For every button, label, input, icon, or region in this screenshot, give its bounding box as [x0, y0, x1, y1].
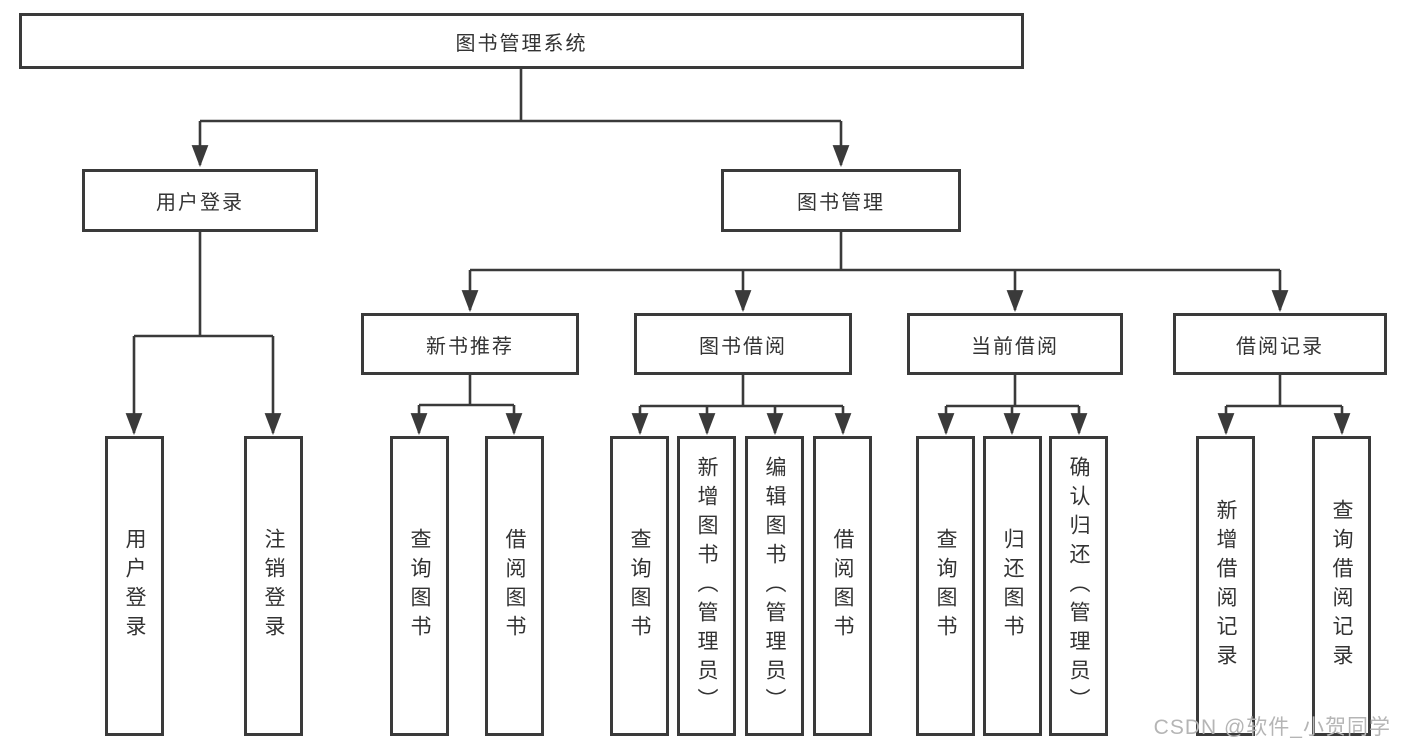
leaf-query-books-borrow: 查询图书 [610, 436, 669, 736]
leaf-borrow-books: 借阅图书 [813, 436, 872, 736]
node-new-book-recommend: 新书推荐 [361, 313, 579, 375]
leaf-return-book-label: 归还图书 [1001, 528, 1024, 644]
leaf-confirm-return-admin: 确认归还（管理员） [1049, 436, 1108, 736]
leaf-logout: 注销登录 [244, 436, 303, 736]
connector-new-book-children [410, 375, 523, 436]
leaf-query-borrow-record-label: 查询借阅记录 [1330, 499, 1353, 673]
leaf-user-login-label: 用户登录 [123, 528, 146, 644]
connector-book-management-children [461, 232, 1289, 313]
leaf-query-books-current: 查询图书 [916, 436, 975, 736]
connector-borrow-records-children [1217, 375, 1351, 436]
node-new-book-recommend-label: 新书推荐 [426, 335, 514, 358]
node-book-borrow-label: 图书借阅 [699, 335, 787, 358]
leaf-borrow-books-recommend-label: 借阅图书 [503, 528, 526, 644]
leaf-edit-book-admin-label: 编辑图书（管理员） [763, 455, 786, 717]
leaf-add-book-admin-label: 新增图书（管理员） [695, 455, 718, 717]
node-library-system: 图书管理系统 [19, 13, 1024, 69]
leaf-query-books-borrow-label: 查询图书 [628, 528, 651, 644]
node-library-system-label: 图书管理系统 [455, 32, 588, 55]
leaf-borrow-books-recommend: 借阅图书 [485, 436, 544, 736]
leaf-add-borrow-record: 新增借阅记录 [1196, 436, 1255, 736]
leaf-query-books-recommend: 查询图书 [390, 436, 449, 736]
leaf-return-book: 归还图书 [983, 436, 1042, 736]
csdn-watermark: CSDN @软件_小贺同学 [1153, 716, 1391, 739]
node-book-management-label: 图书管理 [797, 192, 885, 214]
node-current-borrow: 当前借阅 [907, 313, 1123, 375]
node-user-login: 用户登录 [82, 169, 318, 232]
leaf-query-borrow-record: 查询借阅记录 [1312, 436, 1371, 736]
leaf-edit-book-admin: 编辑图书（管理员） [745, 436, 804, 736]
connector-book-borrow-children [631, 375, 852, 436]
node-borrow-records-label: 借阅记录 [1236, 335, 1324, 358]
connector-current-borrow-children [937, 375, 1088, 436]
leaf-borrow-books-label: 借阅图书 [831, 528, 854, 644]
leaf-query-books-recommend-label: 查询图书 [408, 528, 431, 644]
node-current-borrow-label: 当前借阅 [971, 335, 1059, 358]
node-user-login-label: 用户登录 [156, 192, 244, 214]
leaf-confirm-return-admin-label: 确认归还（管理员） [1067, 455, 1090, 717]
leaf-user-login: 用户登录 [105, 436, 164, 736]
node-borrow-records: 借阅记录 [1173, 313, 1387, 375]
connector-root-to-level2 [191, 68, 850, 168]
node-book-management: 图书管理 [721, 169, 961, 232]
leaf-add-borrow-record-label: 新增借阅记录 [1214, 499, 1237, 673]
leaf-query-books-current-label: 查询图书 [934, 528, 957, 644]
connector-user-login-children [125, 232, 282, 436]
leaf-add-book-admin: 新增图书（管理员） [677, 436, 736, 736]
node-book-borrow: 图书借阅 [634, 313, 852, 375]
leaf-logout-label: 注销登录 [262, 528, 285, 644]
